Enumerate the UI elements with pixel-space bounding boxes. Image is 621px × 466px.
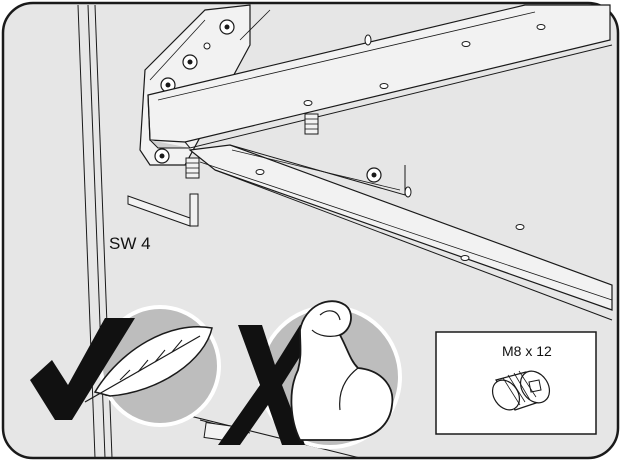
top-rail bbox=[147, 4, 613, 149]
grub-screw-front bbox=[185, 157, 200, 179]
lower-rail bbox=[188, 144, 613, 321]
tool-size-label: SW 4 bbox=[109, 234, 151, 253]
cabinet-back-edge bbox=[239, 9, 271, 41]
allen-key-icon bbox=[127, 193, 199, 227]
grub-screw-rear bbox=[304, 113, 319, 135]
check-mark-icon bbox=[30, 318, 135, 420]
cross-mark-icon bbox=[218, 325, 320, 445]
screw-size-label: M8 x 12 bbox=[502, 343, 552, 359]
flexed-arm-icon bbox=[290, 300, 394, 441]
set-screw-icon bbox=[491, 370, 551, 411]
feather-icon bbox=[84, 326, 213, 403]
